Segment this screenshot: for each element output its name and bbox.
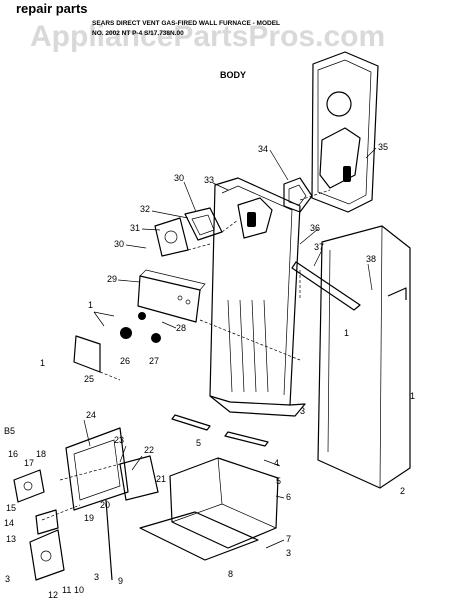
callout-27: 27 — [149, 356, 159, 366]
watermark-text: AppliancePartsPros.com — [30, 20, 385, 53]
callout-11: 11 — [62, 585, 71, 595]
callout-33: 33 — [204, 175, 214, 185]
callout-28: 28 — [176, 323, 186, 333]
callout-8: 8 — [228, 569, 233, 579]
sight-plate-32 — [184, 207, 223, 241]
callout-14: 14 — [4, 518, 14, 528]
callout-23: 23 — [114, 435, 124, 445]
control-cover-25 — [73, 335, 101, 373]
callout-10: 10 — [74, 585, 84, 595]
callout-25: 25 — [84, 374, 94, 384]
callout-20: 20 — [100, 500, 110, 510]
bracket-14 — [35, 509, 59, 535]
callout-6: 6 — [286, 492, 291, 502]
callout-17: 17 — [24, 458, 34, 468]
callout-9: 9 — [118, 576, 123, 586]
callout-22: 22 — [144, 445, 154, 455]
gasket-31 — [154, 217, 189, 257]
callout-26: 26 — [120, 356, 130, 366]
callout-3-lower-mid: 3 — [94, 572, 99, 582]
front-panel-23 — [65, 427, 129, 511]
callout-21: 21 — [156, 474, 166, 484]
page-title: repair parts — [16, 1, 88, 16]
fitting-28 — [138, 312, 146, 320]
callout-12: 12 — [48, 590, 58, 600]
callout-15: 15 — [6, 503, 16, 513]
section-title: BODY — [220, 70, 246, 80]
callout-34: 34 — [258, 144, 268, 154]
callout-30-lower: 30 — [114, 239, 124, 249]
heat-exchanger-33 — [209, 177, 306, 417]
callout-19: 19 — [84, 513, 94, 523]
switch-plate-13 — [29, 529, 65, 581]
callout-3-lower-left: 3 — [5, 574, 10, 584]
callout-35: 35 — [378, 142, 388, 152]
model-description-line2: NO. 2002 NT P-4 S/17.738N.00 — [92, 30, 184, 37]
rod-9 — [105, 499, 113, 581]
rail-37 — [291, 261, 361, 311]
callout-37: 37 — [314, 242, 324, 252]
callout-29: 29 — [107, 274, 117, 284]
callout-5-lower: 5 — [276, 476, 281, 486]
valve-knob-27 — [151, 333, 161, 343]
callout-1-right: 1 — [410, 391, 415, 401]
callout-31: 31 — [130, 223, 140, 233]
callout-B5: B5 — [4, 426, 15, 436]
callout-7: 7 — [286, 534, 291, 544]
callout-18: 18 — [36, 449, 46, 459]
callout-38: 38 — [366, 254, 376, 264]
callout-16: 16 — [8, 449, 18, 459]
callout-1-left: 1 — [40, 358, 45, 368]
gasket-34 — [283, 177, 313, 213]
callout-2: 2 — [400, 486, 405, 496]
callout-5-upper: 5 — [196, 438, 201, 448]
valve-knob-26 — [120, 327, 132, 339]
callout-1-upper-left: 1 — [88, 300, 93, 310]
callout-3-right: 3 — [286, 548, 291, 558]
bracket-29 — [137, 269, 206, 323]
base-plate-8 — [139, 511, 259, 561]
callout-labels: 35 34 33 30 32 31 30 36 37 38 29 1 28 26… — [4, 142, 415, 600]
callout-13: 13 — [6, 534, 16, 544]
strip-5-upper — [171, 414, 211, 431]
strip-4 — [224, 431, 269, 447]
callout-24: 24 — [86, 410, 96, 420]
callout-32: 32 — [140, 204, 150, 214]
callout-36: 36 — [310, 223, 320, 233]
burner-box-6 — [169, 457, 279, 549]
callout-3-upper: 3 — [300, 406, 305, 416]
callout-30-upper: 30 — [174, 173, 184, 183]
assembly-lines — [41, 189, 331, 521]
model-description-line1: SEARS DIRECT VENT GAS-FIRED WALL FURNACE… — [92, 20, 280, 27]
cabinet-2 — [317, 225, 411, 489]
leader-lines — [83, 147, 377, 549]
callout-4: 4 — [274, 458, 279, 468]
callout-1-center: 1 — [344, 328, 349, 338]
switch-plate-15 — [13, 469, 45, 503]
vent-cover-plate-35 — [311, 51, 379, 213]
